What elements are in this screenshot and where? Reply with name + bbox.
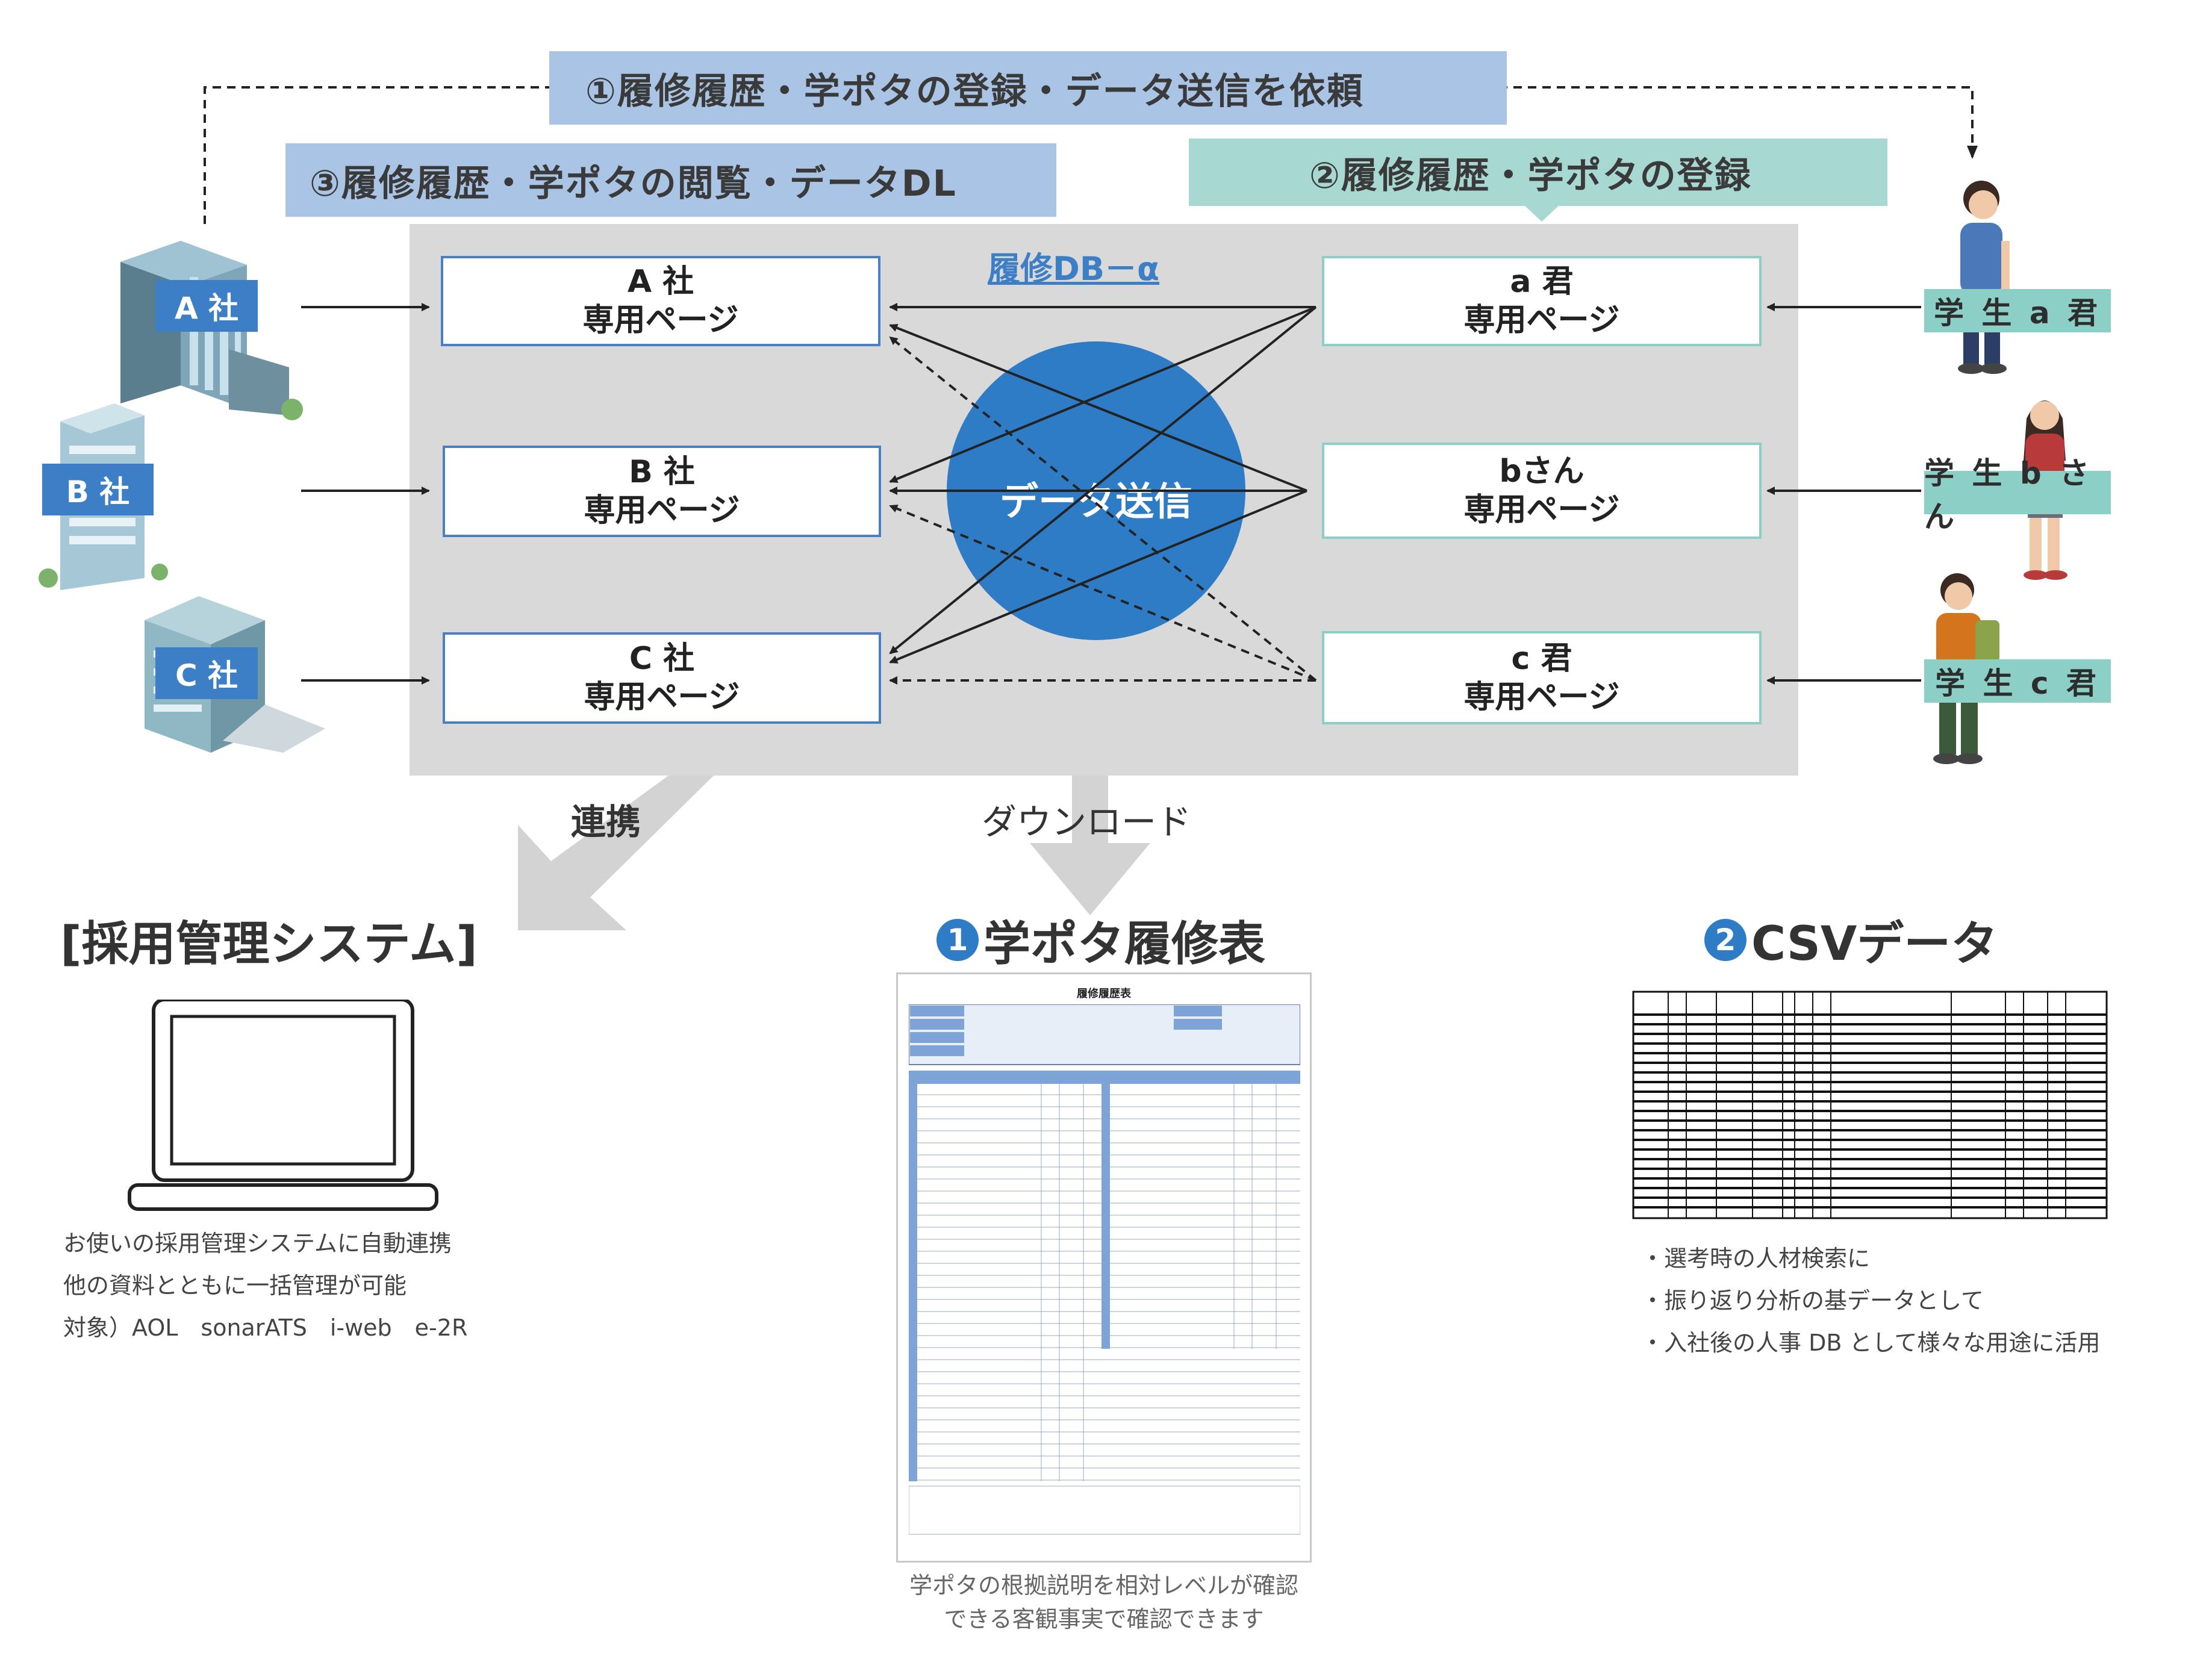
csv-data-thumbnail (1632, 991, 2108, 1219)
ats-caption: お使いの採用管理システムに自動連携 他の資料とともに一括管理が可能 対象）AOL… (63, 1222, 467, 1349)
register-banner: ②履修履歴・学ポタの登録 (1189, 138, 1887, 206)
report-caption-line-2: できる客観事実で確認できます (944, 1606, 1264, 1632)
company-a-tag: A 社 (155, 280, 258, 332)
report-document-title: 履修履歴表 (1077, 988, 1131, 1000)
student-c-page-sub: 専用ページ (1463, 679, 1620, 715)
company-c-tag: C 社 (155, 647, 258, 699)
company-c-page-sub: 専用ページ (584, 679, 740, 715)
report-caption: 学ポタの根拠説明を相対レベルが確認 できる客観事実で確認できます (872, 1569, 1336, 1636)
download-label: ダウンロード (982, 801, 1192, 842)
request-banner: ①履修履歴・学ポタの登録・データ送信を依頼 (549, 51, 1507, 125)
report-number-badge: 1 (936, 919, 979, 961)
report-document-table (909, 1004, 1300, 1535)
ats-caption-line-2: 他の資料とともに一括管理が可能 (63, 1272, 407, 1299)
student-b-page-sub: 専用ページ (1463, 492, 1620, 528)
report-document-thumbnail[interactable]: 履修履歴表 (896, 972, 1312, 1563)
laptop-icon (128, 1000, 438, 1211)
report-title: 学ポタ履修表 (983, 917, 1266, 971)
report-caption-line-1: 学ポタの根拠説明を相対レベルが確認 (909, 1572, 1298, 1599)
company-b-page[interactable]: B 社 専用ページ (443, 446, 881, 537)
database-title[interactable]: 履修DB－α (988, 250, 1160, 288)
report-title-group: 1 学ポタ履修表 (936, 906, 1265, 974)
register-banner-pointer (1524, 205, 1560, 222)
company-b-page-name: B 社 (629, 454, 695, 490)
csv-caption-line-3: ・入社後の人事 DB として様々な用途に活用 (1641, 1330, 2101, 1356)
request-banner-label: ①履修履歴・学ポタの登録・データ送信を依頼 (585, 70, 1364, 113)
csv-title-group: 2 CSVデータ (1704, 906, 1998, 974)
company-c-page-name: C 社 (629, 641, 695, 677)
student-a-tag: 学 生 a 君 (1924, 289, 2111, 332)
student-a-page-sub: 専用ページ (1463, 302, 1620, 338)
company-b-tag: B 社 (42, 464, 154, 515)
company-c-page[interactable]: C 社 専用ページ (443, 632, 881, 724)
ats-caption-line-3: 対象）AOL sonarATS i-web e-2R (63, 1314, 468, 1341)
student-b-page-name: bさん (1499, 453, 1584, 490)
company-a-page-sub: 専用ページ (582, 302, 739, 338)
company-a-page[interactable]: A 社 専用ページ (441, 256, 880, 346)
csv-title: CSVデータ (1751, 917, 1998, 971)
ats-caption-line-1: お使いの採用管理システムに自動連携 (63, 1230, 452, 1257)
csv-caption-line-2: ・振り返り分析の基データとして (1641, 1287, 1984, 1314)
ats-title: [採用管理システム] (60, 917, 478, 971)
csv-caption: ・選考時の人材検索に ・振り返り分析の基データとして ・入社後の人事 DB とし… (1641, 1237, 2100, 1364)
company-a-page-name: A 社 (627, 264, 694, 300)
student-a-page-name: a 君 (1510, 264, 1574, 300)
student-b-page[interactable]: bさん 専用ページ (1322, 443, 1762, 539)
student-c-page[interactable]: c 君 専用ページ (1322, 631, 1762, 724)
register-banner-label: ②履修履歴・学ポタの登録 (1309, 154, 1752, 197)
student-c-page-name: c 君 (1511, 640, 1572, 677)
company-b-page-sub: 専用ページ (584, 493, 740, 529)
csv-caption-line-1: ・選考時の人材検索に (1641, 1245, 1871, 1272)
student-a-page[interactable]: a 君 専用ページ (1322, 256, 1762, 346)
csv-number-badge: 2 (1704, 919, 1747, 961)
student-c-tag: 学 生 c 君 (1924, 659, 2111, 703)
view-banner-label: ③履修履歴・学ポタの閲覧・データDL (310, 162, 957, 205)
link-label: 連携 (571, 801, 641, 842)
view-banner: ③履修履歴・学ポタの閲覧・データDL (285, 143, 1056, 217)
